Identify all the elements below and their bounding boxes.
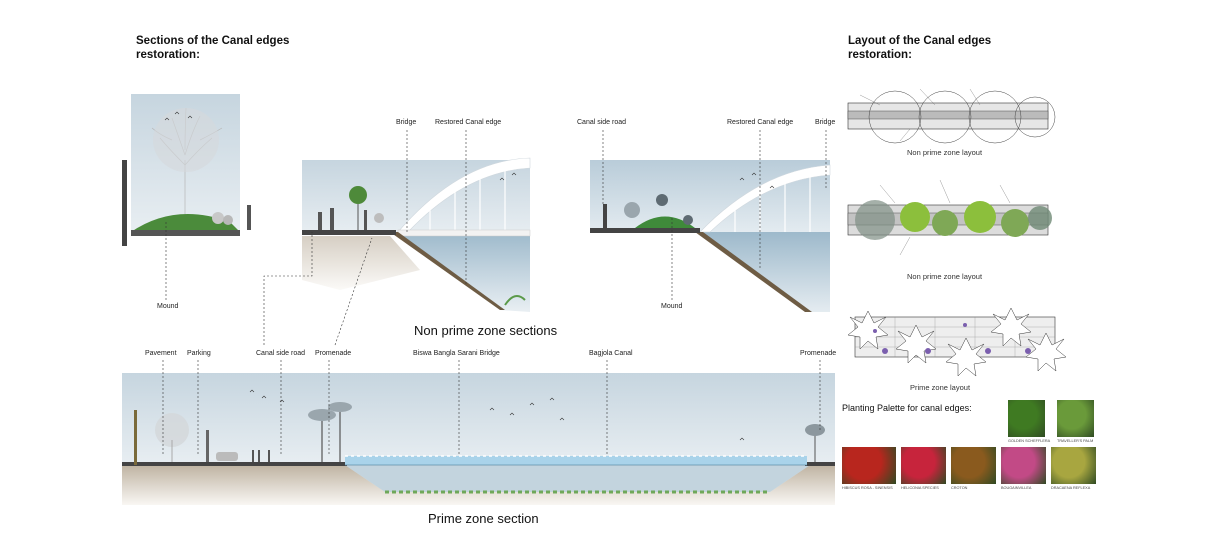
bridge-section-panel [302,157,531,318]
palette-caption: HIBISCUS ROSA - SINENSIS [842,486,893,490]
sections-title: Sections of the Canal edges restoration: [136,34,289,62]
palette-swatch [1057,400,1094,437]
bridge-label-2: Bridge [815,119,836,126]
sections-title-line1: Sections of the Canal edges [136,35,290,47]
layout-caption-2: Non prime zone layout [907,272,983,281]
bridge-label-1: Bridge [396,119,417,126]
layout-title: Layout of the Canal edges restoration: [848,34,991,62]
palette-caption: HELICONIA SPECIES [901,486,939,490]
palette-caption: GOLDEN SCHEFFLERA [1008,439,1051,443]
canal-side-road-label-1: Canal side road [577,119,627,126]
non-prime-layout-plan-1 [847,88,1056,144]
prime-section-panel [122,373,835,505]
prime-section-title: Prime zone section [428,511,539,526]
mound-label-2: Mound [661,303,683,310]
sections-title-line2: restoration: [136,49,200,61]
palette-swatch [1051,447,1096,484]
palette-caption: CROTON [951,486,968,490]
canal-name-label: Bagjola Canal [589,350,633,357]
canal-side-road-label-2: Canal side road [256,350,306,357]
promenade-label-1: Promenade [315,350,352,357]
palette-caption: DRACAENA REFLEXA [1051,486,1091,490]
canal-road-section-panel [590,160,831,320]
palette-swatch [901,447,946,484]
palette-caption: BOUGAINVILLEA [1001,486,1032,490]
layout-title-line1: Layout of the Canal edges [848,35,992,47]
prime-layout-plan [847,307,1067,377]
leader-lines [162,130,827,455]
mound-section-panel [122,94,251,246]
palette-swatch [842,447,896,484]
palette-swatch [1008,400,1045,437]
palette-swatch [1001,447,1046,484]
layout-title-line2: restoration: [848,49,912,61]
restored-edge-label-2: Restored Canal edge [727,119,794,126]
birds [164,111,775,441]
section-drawings [122,94,835,505]
restored-edge-label-1: Restored Canal edge [435,119,502,126]
parking-label: Parking [187,350,211,357]
promenade-label-2: Promenade [800,350,837,357]
non-prime-layout-plan-2 [847,179,1052,256]
layout-caption-3: Prime zone layout [910,383,971,392]
mound-label-1: Mound [157,303,179,310]
palette-swatch [951,447,996,484]
planting-palette-title: Planting Palette for canal edges: [842,403,972,413]
palette-caption: TRAVELLER'S PALM [1057,439,1094,443]
pavement-label: Pavement [145,350,177,357]
layout-caption-1: Non prime zone layout [907,148,983,157]
non-prime-sections-title: Non prime zone sections [414,323,558,338]
layout-plans [847,88,1067,377]
bridge-name-label: Biswa Bangla Sarani Bridge [413,350,500,357]
